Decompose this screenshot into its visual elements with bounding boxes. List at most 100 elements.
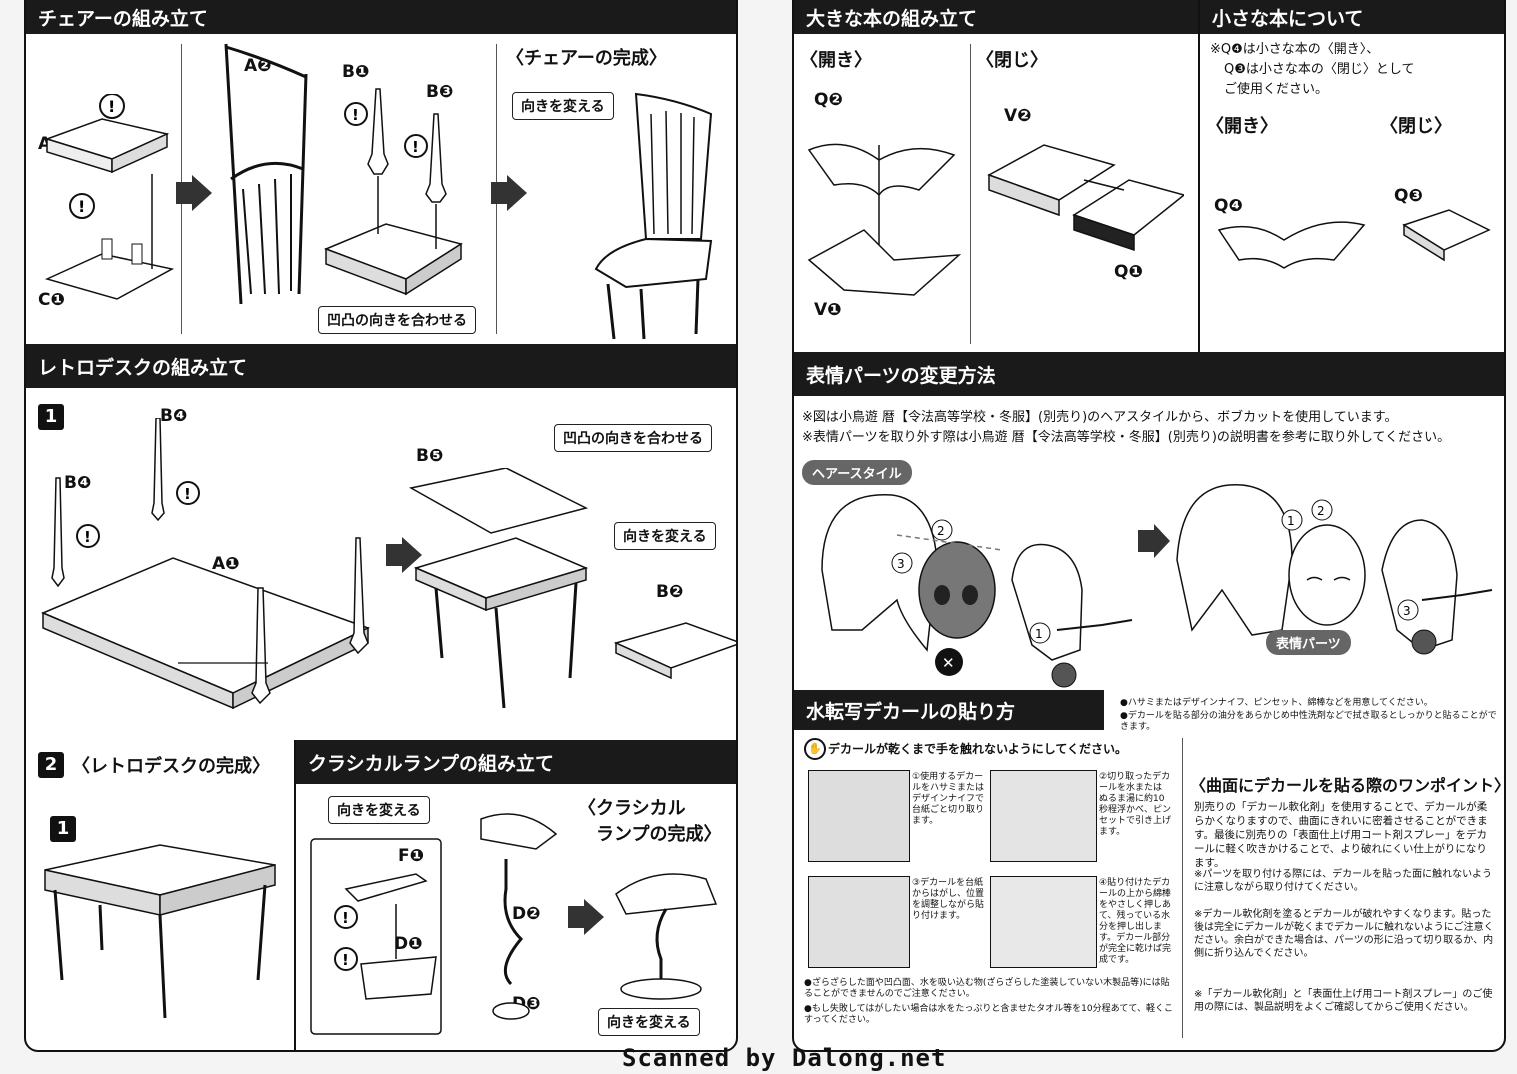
chair-complete-title: 〈チェアーの完成〉 [506, 48, 667, 69]
svg-text:!: ! [352, 106, 359, 124]
lamp-panel: 向きを変える F❶ D❶ D❷ D❸ ! ! 〈クラシカル ランプの完成〉 向き… [296, 784, 736, 1050]
label-q3: Q❸ [1394, 186, 1423, 206]
bigbook-header: 大きな本の組み立て [794, 0, 1198, 34]
label-f1: F❶ [398, 846, 425, 866]
desk-top-illustration [408, 468, 736, 709]
decal-step-2: ②切り取ったデカールを水または ぬるま湯に約10秒程浮かべ、ピンセットで引き上げ… [1099, 772, 1172, 837]
desk-callout-turn: 向きを変える [614, 522, 716, 550]
smallbook-note-1: ※Q❹は小さな本の〈開き〉、 [1210, 42, 1380, 57]
label-d2: D❷ [512, 904, 541, 924]
step-arrow-4 [568, 906, 584, 928]
label-a1: A❶ [212, 554, 240, 574]
svg-text:!: ! [78, 197, 85, 216]
book-divider [1198, 0, 1200, 352]
decal-bottom-2: ●もし失敗してはがしたい場合は水をたっぷりと含ませたタオル等を10分程あてて、軽… [804, 1004, 1173, 1025]
label-q1: Q❶ [1114, 262, 1143, 282]
svg-text:!: ! [342, 951, 349, 969]
desk-header: レトロデスクの組み立て [26, 344, 736, 388]
lamp-callout-turn-2: 向きを変える [598, 1008, 700, 1036]
svg-text:1: 1 [1035, 627, 1043, 641]
chair-complete-illustration [594, 92, 713, 340]
chair-header: チェアーの組み立て [26, 0, 736, 34]
svg-text:!: ! [84, 528, 91, 546]
desk-panel: 1 B❹ B❹ A❶ A❸ ! ! B❺ 凹凸の向きを合わせる 向きを変える B… [26, 388, 736, 738]
smallbook-close-illustration [1402, 209, 1491, 262]
smallbook-open-title: 〈開き〉 [1206, 116, 1278, 137]
lamp-parts-illustration: ! ! [310, 813, 558, 1035]
lamp-complete-illustration [615, 873, 718, 1000]
decal-step-3: ③デカールを台紙からはがし、位置を調整しながら貼り付けます。 [912, 878, 985, 921]
chair-callout-align: 凹凸の向きを合わせる [318, 306, 476, 334]
smallbook-close-title: 〈閉じ〉 [1380, 116, 1452, 137]
smallbook-note-3: ご使用ください。 [1224, 82, 1329, 97]
decal-step-4-image [990, 876, 1097, 968]
decal-header: 水転写デカールの貼り方 [794, 690, 1104, 730]
smallbook-header: 小さな本について [1200, 0, 1504, 34]
step-arrow-3-head [402, 537, 422, 573]
decal-step-2-image [990, 770, 1097, 862]
decal-step-1-image [808, 770, 910, 862]
hair-style-pill: ヘアースタイル [802, 460, 912, 485]
seat-frame-illustration: ! ! [44, 94, 175, 300]
decal-tip-title: 〈曲面にデカールを貼る際のワンポイント〉 [1190, 776, 1506, 795]
desk-step-1: 1 [38, 404, 64, 430]
label-b4-top: B❹ [160, 406, 188, 426]
chair-legs-illustration: ! ! [323, 88, 463, 296]
face-change-illustration: ✕ 2 3 1 1 2 3 [821, 484, 1493, 688]
face-note-2: ※表情パーツを取り外す際は小鳥遊 暦【令法高等学校・冬服】(別売り)の説明書を参… [802, 430, 1451, 445]
chair-back-illustration [224, 43, 308, 305]
svg-text:!: ! [412, 138, 419, 156]
label-c1: C❶ [38, 290, 65, 310]
desk-done-step-1: 1 [50, 816, 76, 842]
chair-callout-turn: 向きを変える [512, 92, 614, 120]
step-arrow-2-head [507, 175, 527, 211]
step-arrow-1 [176, 182, 192, 204]
desk-callout-align: 凹凸の向きを合わせる [554, 424, 712, 452]
step-arrow-3 [386, 544, 402, 566]
desk-complete-illustration [44, 844, 276, 1019]
svg-text:3: 3 [1403, 604, 1411, 618]
bigbook-open-title: 〈開き〉 [800, 50, 872, 71]
label-b1: B❶ [342, 62, 370, 82]
step-arrow-2 [491, 182, 507, 204]
svg-text:2: 2 [1317, 504, 1325, 518]
right-page: 大きな本の組み立て 小さな本について 〈開き〉 〈閉じ〉 Q❷ V❶ V❷ Q❶… [792, 0, 1506, 1052]
decal-warning-icon: ✋ [804, 738, 826, 760]
label-v2: V❷ [1004, 106, 1032, 126]
lamp-header: クラシカルランプの組み立て [296, 740, 736, 784]
decal-top-note-1: ●ハサミまたはデザインナイフ、ピンセット、綿棒などを用意してください。 [1120, 698, 1433, 708]
svg-text:1: 1 [1287, 514, 1295, 528]
svg-text:!: ! [342, 909, 349, 927]
face-note-1: ※図は小鳥遊 暦【令法高等学校・冬服】(別売り)のヘアスタイルから、ボブカットを… [802, 410, 1398, 425]
decal-warning: デカールが乾くまで手を触れないようにしてください。 [828, 742, 1128, 756]
decal-step-1: ①使用するデカールをハサミまたはデザインナイフで台紙ごと切り取ります。 [912, 772, 985, 826]
label-v1: V❶ [814, 300, 842, 320]
label-b2: B❷ [656, 582, 684, 602]
bigbook-inner-divider [970, 44, 971, 344]
expression-parts-pill: 表情パーツ [1266, 630, 1351, 655]
decal-tip-divider [1182, 738, 1183, 1038]
lamp-complete-title-1: 〈クラシカル [578, 798, 686, 819]
bigbook-close-title: 〈閉じ〉 [976, 50, 1048, 71]
smallbook-open-illustration [1217, 221, 1366, 269]
decal-top-note-2: ●デカールを貼る部分の油分をあらかじめ中性洗剤などで拭き取るとしっかりと貼ること… [1120, 711, 1497, 732]
bigbook-open-illustration [807, 143, 962, 296]
decal-tip-body: 別売りの「デカール軟化剤」を使用することで、デカールが柔らかくなりますので、曲面… [1194, 801, 1488, 869]
svg-text:3: 3 [897, 557, 905, 571]
lamp-callout-turn-1: 向きを変える [328, 796, 430, 824]
left-bottom-divider [294, 740, 296, 1050]
svg-text:✕: ✕ [942, 654, 955, 672]
decal-step-4: ④貼り付けたデカールの上から綿棒をやさしく押しあて、残っている水分を押し出します… [1099, 878, 1172, 965]
svg-text:2: 2 [937, 524, 945, 538]
desk-assembly-illustration: ! ! [41, 418, 370, 710]
step-arrow-4-head [584, 899, 604, 935]
left-page: チェアーの組み立て A❹ C❶ A❷ B❶ B❸ ! ! [24, 0, 738, 1052]
label-b3: B❸ [426, 82, 454, 102]
label-d1: D❶ [394, 934, 423, 954]
decal-bottom-1: ●ざらざらした面や凹凸面、水を吸い込む物(ざらざらした塗装していない木製品等)に… [804, 978, 1170, 999]
label-b4-left: B❹ [64, 473, 92, 493]
decal-tip-note-1: ※パーツを取り付ける際には、デカールを貼った面に触れないように注意しながら取り付… [1194, 869, 1492, 893]
label-q4: Q❹ [1214, 196, 1243, 216]
chair-panel: A❹ C❶ A❷ B❶ B❸ ! ! [26, 34, 736, 344]
lamp-complete-title-2: ランプの完成〉 [596, 824, 722, 845]
